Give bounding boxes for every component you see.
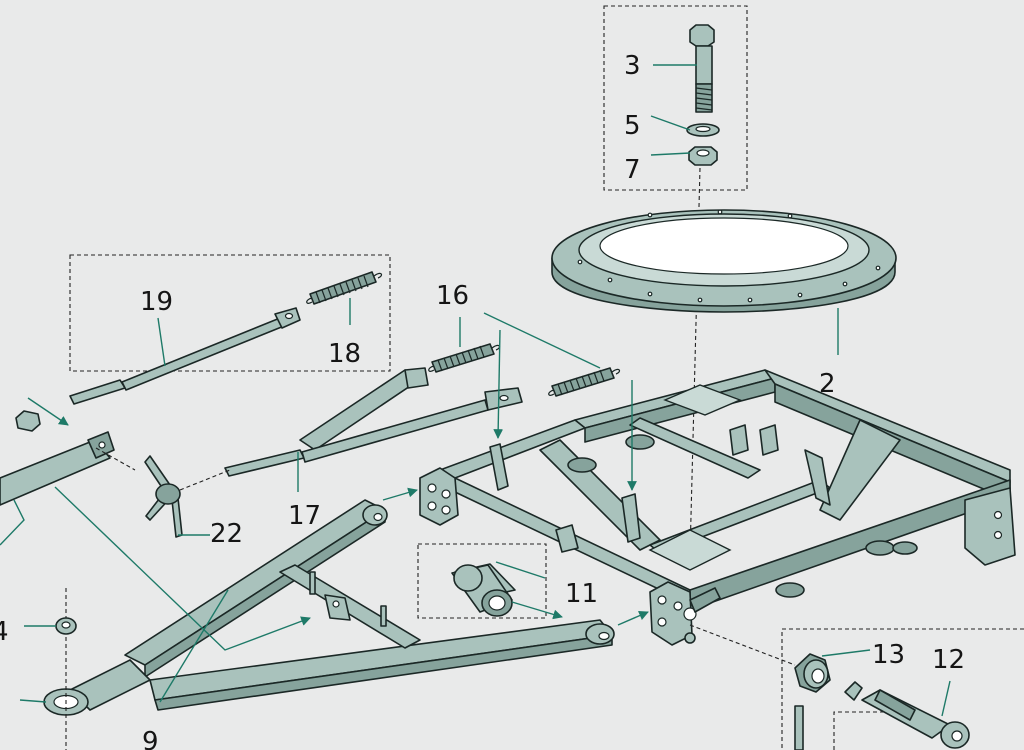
pin-part-12	[794, 681, 970, 750]
pin-inner-box	[833, 711, 890, 750]
nut-part-13	[794, 653, 831, 693]
frame-chassis	[419, 369, 1016, 646]
callout-12: 12	[932, 645, 965, 675]
callout-13: 13	[872, 640, 905, 670]
knob-part-22	[144, 455, 183, 538]
drawbar-part-9	[43, 499, 615, 716]
callout-9: 9	[142, 727, 159, 750]
bushing-group-box	[417, 543, 547, 619]
callout-3: 3	[624, 51, 641, 81]
bolt-part-3	[689, 24, 715, 113]
callout-7: 7	[624, 155, 641, 185]
callout-2: 2	[819, 369, 836, 399]
callout-5: 5	[624, 111, 641, 141]
nut-left-edge	[15, 410, 41, 432]
turntable-ring-part-2	[551, 209, 897, 313]
cylinder-axis-dashline	[95, 447, 136, 471]
knob-axis-dashline	[179, 469, 231, 491]
cylinder-left-edge	[0, 431, 115, 506]
spring-part-16-lower	[548, 367, 621, 397]
spring-part-16-upper	[428, 343, 501, 373]
pin-group-box	[781, 628, 1024, 748]
rod-part-17	[224, 367, 523, 477]
callout-22: 22	[210, 519, 243, 549]
callout-18: 18	[328, 339, 361, 369]
rod-part-19	[69, 307, 301, 405]
pin-axis-dashline	[689, 624, 796, 666]
washer-part-4	[55, 617, 77, 635]
spring-part-18	[306, 271, 383, 305]
nut-part-7	[688, 146, 718, 166]
callout-11: 11	[565, 579, 598, 609]
callout-19: 19	[140, 287, 173, 317]
bolt-group-box	[603, 5, 748, 191]
leader-lines	[0, 64, 951, 717]
callout-16: 16	[436, 281, 469, 311]
washer-part-5	[686, 123, 720, 137]
rod-spring-group-box	[69, 254, 391, 372]
callout-4: 4	[0, 617, 9, 647]
bushing-part-11	[451, 563, 516, 617]
callout-17: 17	[288, 501, 321, 531]
